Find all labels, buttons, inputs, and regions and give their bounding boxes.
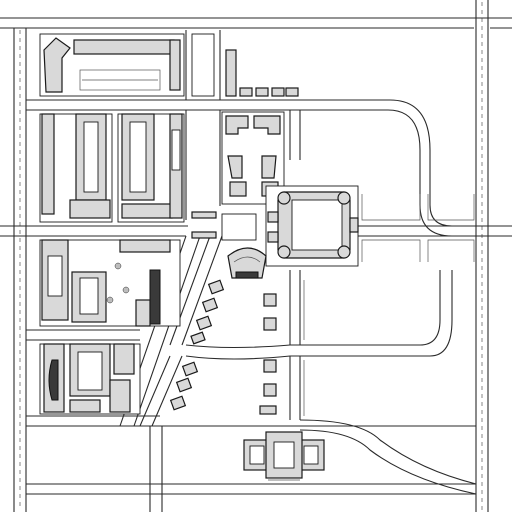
corner-building: [43, 37, 71, 93]
central-civic-building: [265, 185, 359, 267]
residential-blocks-middle: [39, 239, 181, 327]
row-buildings-south-center: [259, 280, 305, 416]
mid-block-road: [26, 329, 140, 341]
southern-monument-building: [243, 431, 325, 481]
inner-vertical-street: [185, 30, 221, 220]
east-vertical-street: [475, 0, 489, 512]
north-center-buildings: [225, 49, 299, 97]
dark-slab-building: [149, 269, 161, 325]
residential-blocks-northwest: [39, 33, 185, 223]
west-vertical-street: [13, 28, 27, 512]
curved-loop-road: [185, 99, 477, 495]
residential-blocks-southwest: [39, 343, 141, 415]
row-buildings-diagonal: [169, 279, 225, 411]
east-blocks: [361, 194, 475, 262]
pavilion-building: [227, 247, 267, 279]
north-horizontal-street: [0, 17, 512, 29]
middle-horizontal-street: [0, 225, 512, 237]
curved-dark-building: [48, 359, 59, 401]
south-horizontal-street: [26, 415, 476, 495]
